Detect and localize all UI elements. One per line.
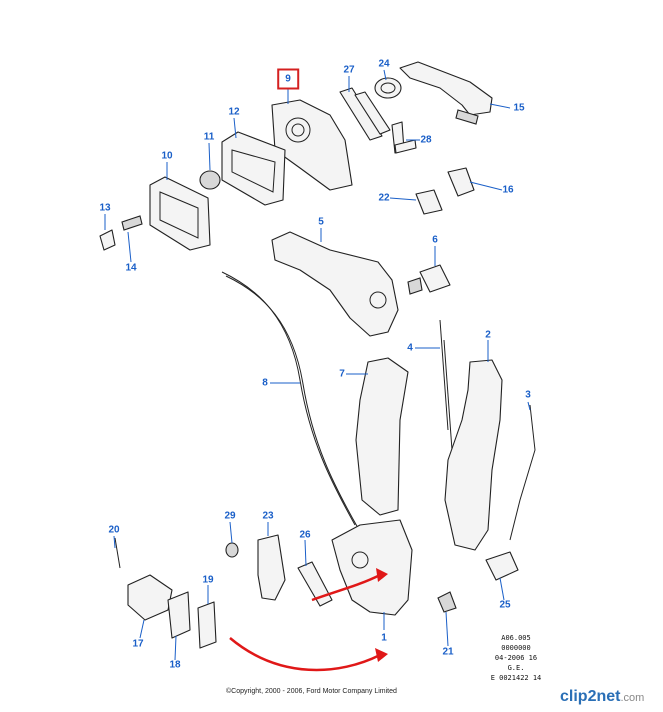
- code-line: 0000000: [501, 644, 531, 652]
- part-5-bracket: [271, 231, 399, 337]
- part-17-striker: [127, 574, 173, 621]
- callout-17: 17: [132, 638, 144, 650]
- copyright-text: ©Copyright, 2000 - 2006, Ford Motor Comp…: [226, 688, 397, 695]
- part-21-bolt: [437, 591, 457, 613]
- callout-18: 18: [169, 659, 181, 671]
- callout-16: 16: [502, 184, 514, 196]
- part-4-rods: [439, 319, 453, 451]
- callout-19: 19: [202, 574, 214, 586]
- part-25-clip: [485, 551, 519, 581]
- part-22-clip: [415, 189, 443, 215]
- part-8-cable: [221, 271, 359, 529]
- callout-12: 12: [228, 106, 240, 118]
- callout-5: 5: [318, 216, 324, 228]
- part-1-latch: [331, 519, 413, 616]
- part-3-rod: [509, 404, 536, 541]
- part-12-frame: [221, 131, 286, 206]
- part-6-motor: [407, 264, 451, 295]
- callout-2: 2: [485, 329, 491, 341]
- callout-1: 1: [381, 632, 387, 644]
- callout-9-highlighted: 9: [277, 68, 299, 90]
- part-10-bezel: [149, 176, 211, 251]
- watermark-tld: .com: [620, 692, 645, 704]
- callout-25: 25: [499, 599, 511, 611]
- code-line: A06.005: [501, 634, 531, 642]
- callout-4: 4: [407, 342, 413, 354]
- leader-lines: [104, 69, 531, 661]
- part-7-latch-body: [355, 357, 409, 516]
- callout-24: 24: [378, 58, 390, 70]
- callout-28: 28: [420, 134, 432, 146]
- part-24-gasket: [374, 77, 402, 99]
- callout-3: 3: [525, 389, 531, 401]
- callout-8: 8: [262, 377, 268, 389]
- part-18-shim: [167, 591, 191, 639]
- part-13-14-screw: [99, 215, 143, 251]
- part-16-clip: [447, 167, 475, 197]
- part-28-bracket: [391, 121, 417, 154]
- callout-10: 10: [161, 150, 173, 162]
- code-line: G.E.: [507, 664, 525, 672]
- part-23-bracket: [257, 534, 286, 601]
- callout-15: 15: [513, 102, 525, 114]
- callout-26: 26: [299, 529, 311, 541]
- part-11-cap: [199, 170, 221, 190]
- callout-22: 22: [378, 192, 390, 204]
- callout-21: 21: [442, 646, 454, 658]
- watermark-name: clip2net: [560, 688, 621, 705]
- part-19-plate: [197, 601, 217, 649]
- callout-6: 6: [432, 234, 438, 246]
- reference-codes: A06.005 0000000 04-2006 16 G.E. E 002142…: [476, 633, 556, 683]
- callout-27: 27: [343, 64, 355, 76]
- part-29-grommet: [225, 542, 239, 558]
- part-2-cover: [444, 359, 503, 551]
- code-line: 04-2006 16: [494, 654, 538, 662]
- part-15-outer-handle: [399, 61, 493, 125]
- callout-20: 20: [108, 524, 120, 536]
- callout-11: 11: [203, 131, 215, 143]
- callout-23: 23: [262, 510, 274, 522]
- code-line: E 0021422 14: [490, 674, 542, 682]
- callout-14: 14: [125, 262, 137, 274]
- callout-7: 7: [339, 368, 345, 380]
- callout-29: 29: [224, 510, 236, 522]
- assembly-arrows: [229, 568, 388, 672]
- callout-13: 13: [99, 202, 111, 214]
- part-20-screw: [114, 537, 121, 569]
- part-27-seal: [339, 87, 391, 141]
- watermark-logo: clip2net.com: [560, 688, 644, 706]
